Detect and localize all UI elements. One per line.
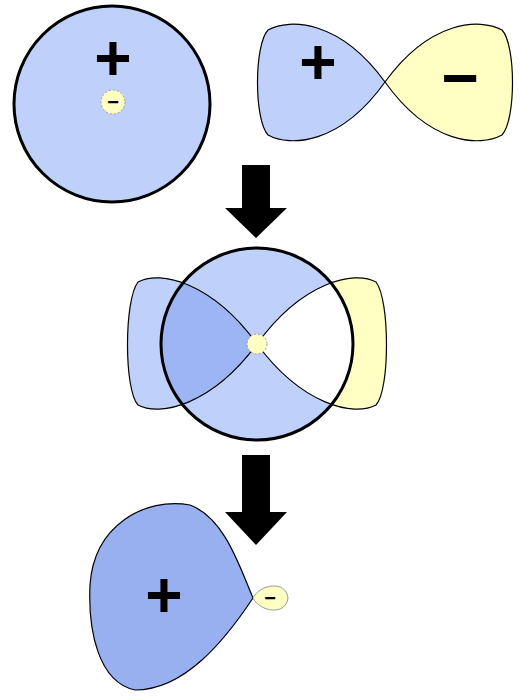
s-orbital-node: +− <box>62 26 164 150</box>
charge-sign: + <box>145 563 182 627</box>
charge-sign: + <box>94 26 131 90</box>
arrow <box>225 165 287 238</box>
s-outline <box>161 248 353 440</box>
s-orbital <box>14 6 210 202</box>
hybrid-lobe <box>90 504 253 690</box>
overlap <box>128 278 258 409</box>
charge-sign: − <box>441 46 478 110</box>
hybrid-lobe-node: − <box>258 586 282 610</box>
charge-sign: − <box>107 92 119 112</box>
p-lobe <box>258 24 386 141</box>
nucleus-node: − <box>101 90 125 114</box>
arrow <box>225 455 287 545</box>
hybrid-lobe <box>253 586 288 610</box>
hybrid-lobe-node: + <box>118 562 210 628</box>
overlap <box>257 278 387 409</box>
p-lobe-node: − <box>420 46 500 110</box>
nucleus <box>101 90 125 114</box>
p-lobe <box>385 24 513 141</box>
charge-sign: + <box>299 30 336 94</box>
p-lobe-node: + <box>276 30 360 94</box>
nucleus <box>247 334 267 354</box>
charge-sign: − <box>264 588 276 608</box>
